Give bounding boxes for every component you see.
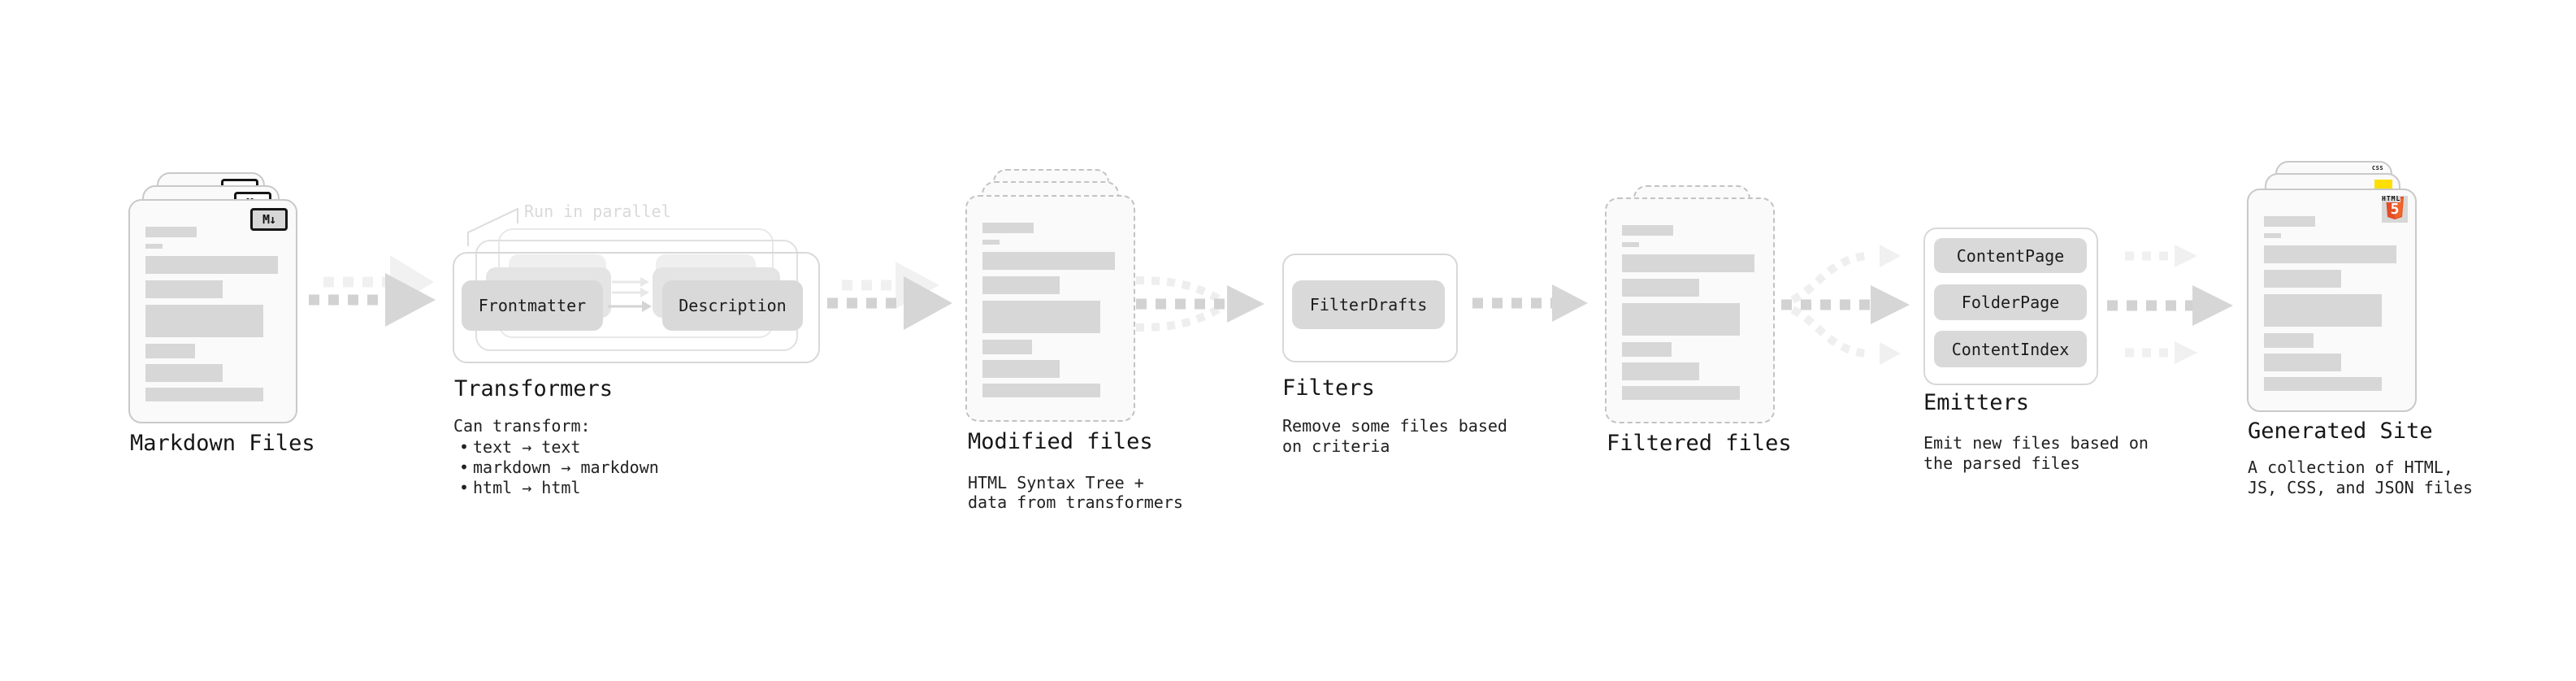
filters-desc: on criteria xyxy=(1282,436,1390,456)
run-in-parallel-note: Run in parallel xyxy=(524,202,671,221)
file-content-placeholder-bar xyxy=(145,388,263,401)
contentindex-node: ContentIndex xyxy=(1934,331,2087,367)
file-content-placeholder-bar xyxy=(982,360,1060,378)
file-content-placeholder-bar xyxy=(2264,270,2341,288)
html5-shield: 5 xyxy=(2386,197,2404,219)
bullet-glyph: • xyxy=(458,437,470,457)
file-content-placeholder-bar xyxy=(145,344,195,358)
contentpage-node: ContentPage xyxy=(1934,238,2087,273)
file-card xyxy=(1605,197,1775,423)
file-content-placeholder-bar xyxy=(145,305,263,337)
generated-site-desc: JS, CSS, and JSON files xyxy=(2248,478,2473,497)
file-content-placeholder-bar xyxy=(982,301,1100,333)
filters-title: Filters xyxy=(1282,375,1375,401)
transformers-bullet: •text → text xyxy=(455,437,580,458)
emitters-title: Emitters xyxy=(1923,390,2030,415)
js-icon xyxy=(2374,180,2392,190)
generated-site-desc: A collection of HTML, xyxy=(2248,458,2453,477)
file-content-placeholder-bar xyxy=(982,223,1034,233)
file-content-placeholder-bar xyxy=(1622,254,1754,272)
markdown-icon-label: M↓ xyxy=(262,212,276,227)
frontmatter-node: Frontmatter xyxy=(462,280,603,331)
file-card: M↓ xyxy=(128,199,297,423)
bullet-glyph: • xyxy=(458,458,470,477)
arrow-markdown-to-transformers xyxy=(309,255,436,327)
file-content-placeholder-bar xyxy=(2264,333,2314,348)
folderpage-node: FolderPage xyxy=(1934,284,2087,320)
arrow-transformers-to-modified xyxy=(827,262,952,330)
file-content-placeholder-bar xyxy=(145,280,223,298)
file-content-placeholder-bar xyxy=(982,240,1000,245)
filtered-files-title: Filtered files xyxy=(1607,431,1792,456)
file-content-placeholder-bar xyxy=(2264,354,2341,371)
file-content-placeholder-bar xyxy=(982,340,1032,354)
file-content-placeholder-bar xyxy=(1622,242,1639,247)
file-content-placeholder-bar xyxy=(2264,233,2281,238)
bullet-text: markdown → markdown xyxy=(473,458,659,477)
html5-numeral: 5 xyxy=(2391,201,2400,218)
file-content-placeholder-bar xyxy=(982,276,1060,294)
bullet-glyph: • xyxy=(458,478,470,497)
modified-files-desc: HTML Syntax Tree + xyxy=(968,473,1144,492)
bullet-text: html → html xyxy=(473,478,581,497)
file-content-placeholder-bar xyxy=(2264,216,2315,227)
transformers-desc-heading: Can transform: xyxy=(453,416,591,436)
description-node: Description xyxy=(662,280,803,331)
file-content-placeholder-bar xyxy=(1622,279,1699,297)
arrow-emitters-to-site xyxy=(2107,245,2233,364)
bullet-text: text → text xyxy=(473,437,581,457)
css-icon-label: CSS xyxy=(2371,165,2384,171)
file-content-placeholder-bar xyxy=(145,364,223,382)
arrow-filtered-to-emitters xyxy=(1781,245,1910,365)
file-content-placeholder-bar xyxy=(1622,362,1699,380)
emitters-desc: Emit new files based on xyxy=(1923,433,2149,453)
filterdrafts-node: FilterDrafts xyxy=(1292,280,1445,329)
file-content-placeholder-bar xyxy=(1622,225,1673,236)
transformers-bullet: •markdown → markdown xyxy=(455,458,659,478)
markdown-files-title: Markdown Files xyxy=(130,431,315,456)
file-content-placeholder-bar xyxy=(145,244,163,249)
file-card xyxy=(965,195,1135,422)
html5-icon: HTML 5 xyxy=(2382,196,2408,223)
file-content-placeholder-bar xyxy=(1622,303,1740,336)
file-content-placeholder-bar xyxy=(1622,342,1672,357)
arrow-filters-to-filtered xyxy=(1472,284,1588,322)
file-content-placeholder-bar xyxy=(2264,294,2382,327)
file-content-placeholder-bar xyxy=(145,227,197,237)
transformer-container xyxy=(453,252,820,363)
modified-files-desc: data from transformers xyxy=(968,492,1183,512)
file-content-placeholder-bar xyxy=(982,252,1115,270)
file-content-placeholder-bar xyxy=(2264,245,2396,263)
file-content-placeholder-bar xyxy=(982,384,1100,397)
arrow-modified-to-filters xyxy=(1135,276,1264,332)
transformers-bullet: •html → html xyxy=(455,478,580,498)
file-card: HTML 5 xyxy=(2247,189,2417,412)
html5-icon-word: HTML xyxy=(2382,195,2401,202)
transformers-title: Transformers xyxy=(454,376,614,401)
file-content-placeholder-bar xyxy=(1622,386,1740,400)
emitters-desc: the parsed files xyxy=(1923,453,2080,473)
file-content-placeholder-bar xyxy=(2264,377,2382,391)
modified-files-title: Modified files xyxy=(968,429,1153,454)
markdown-icon: M↓ xyxy=(250,208,288,231)
file-content-placeholder-bar xyxy=(145,256,278,274)
filters-desc: Remove some files based xyxy=(1282,416,1507,436)
generated-site-title: Generated Site xyxy=(2248,419,2433,444)
